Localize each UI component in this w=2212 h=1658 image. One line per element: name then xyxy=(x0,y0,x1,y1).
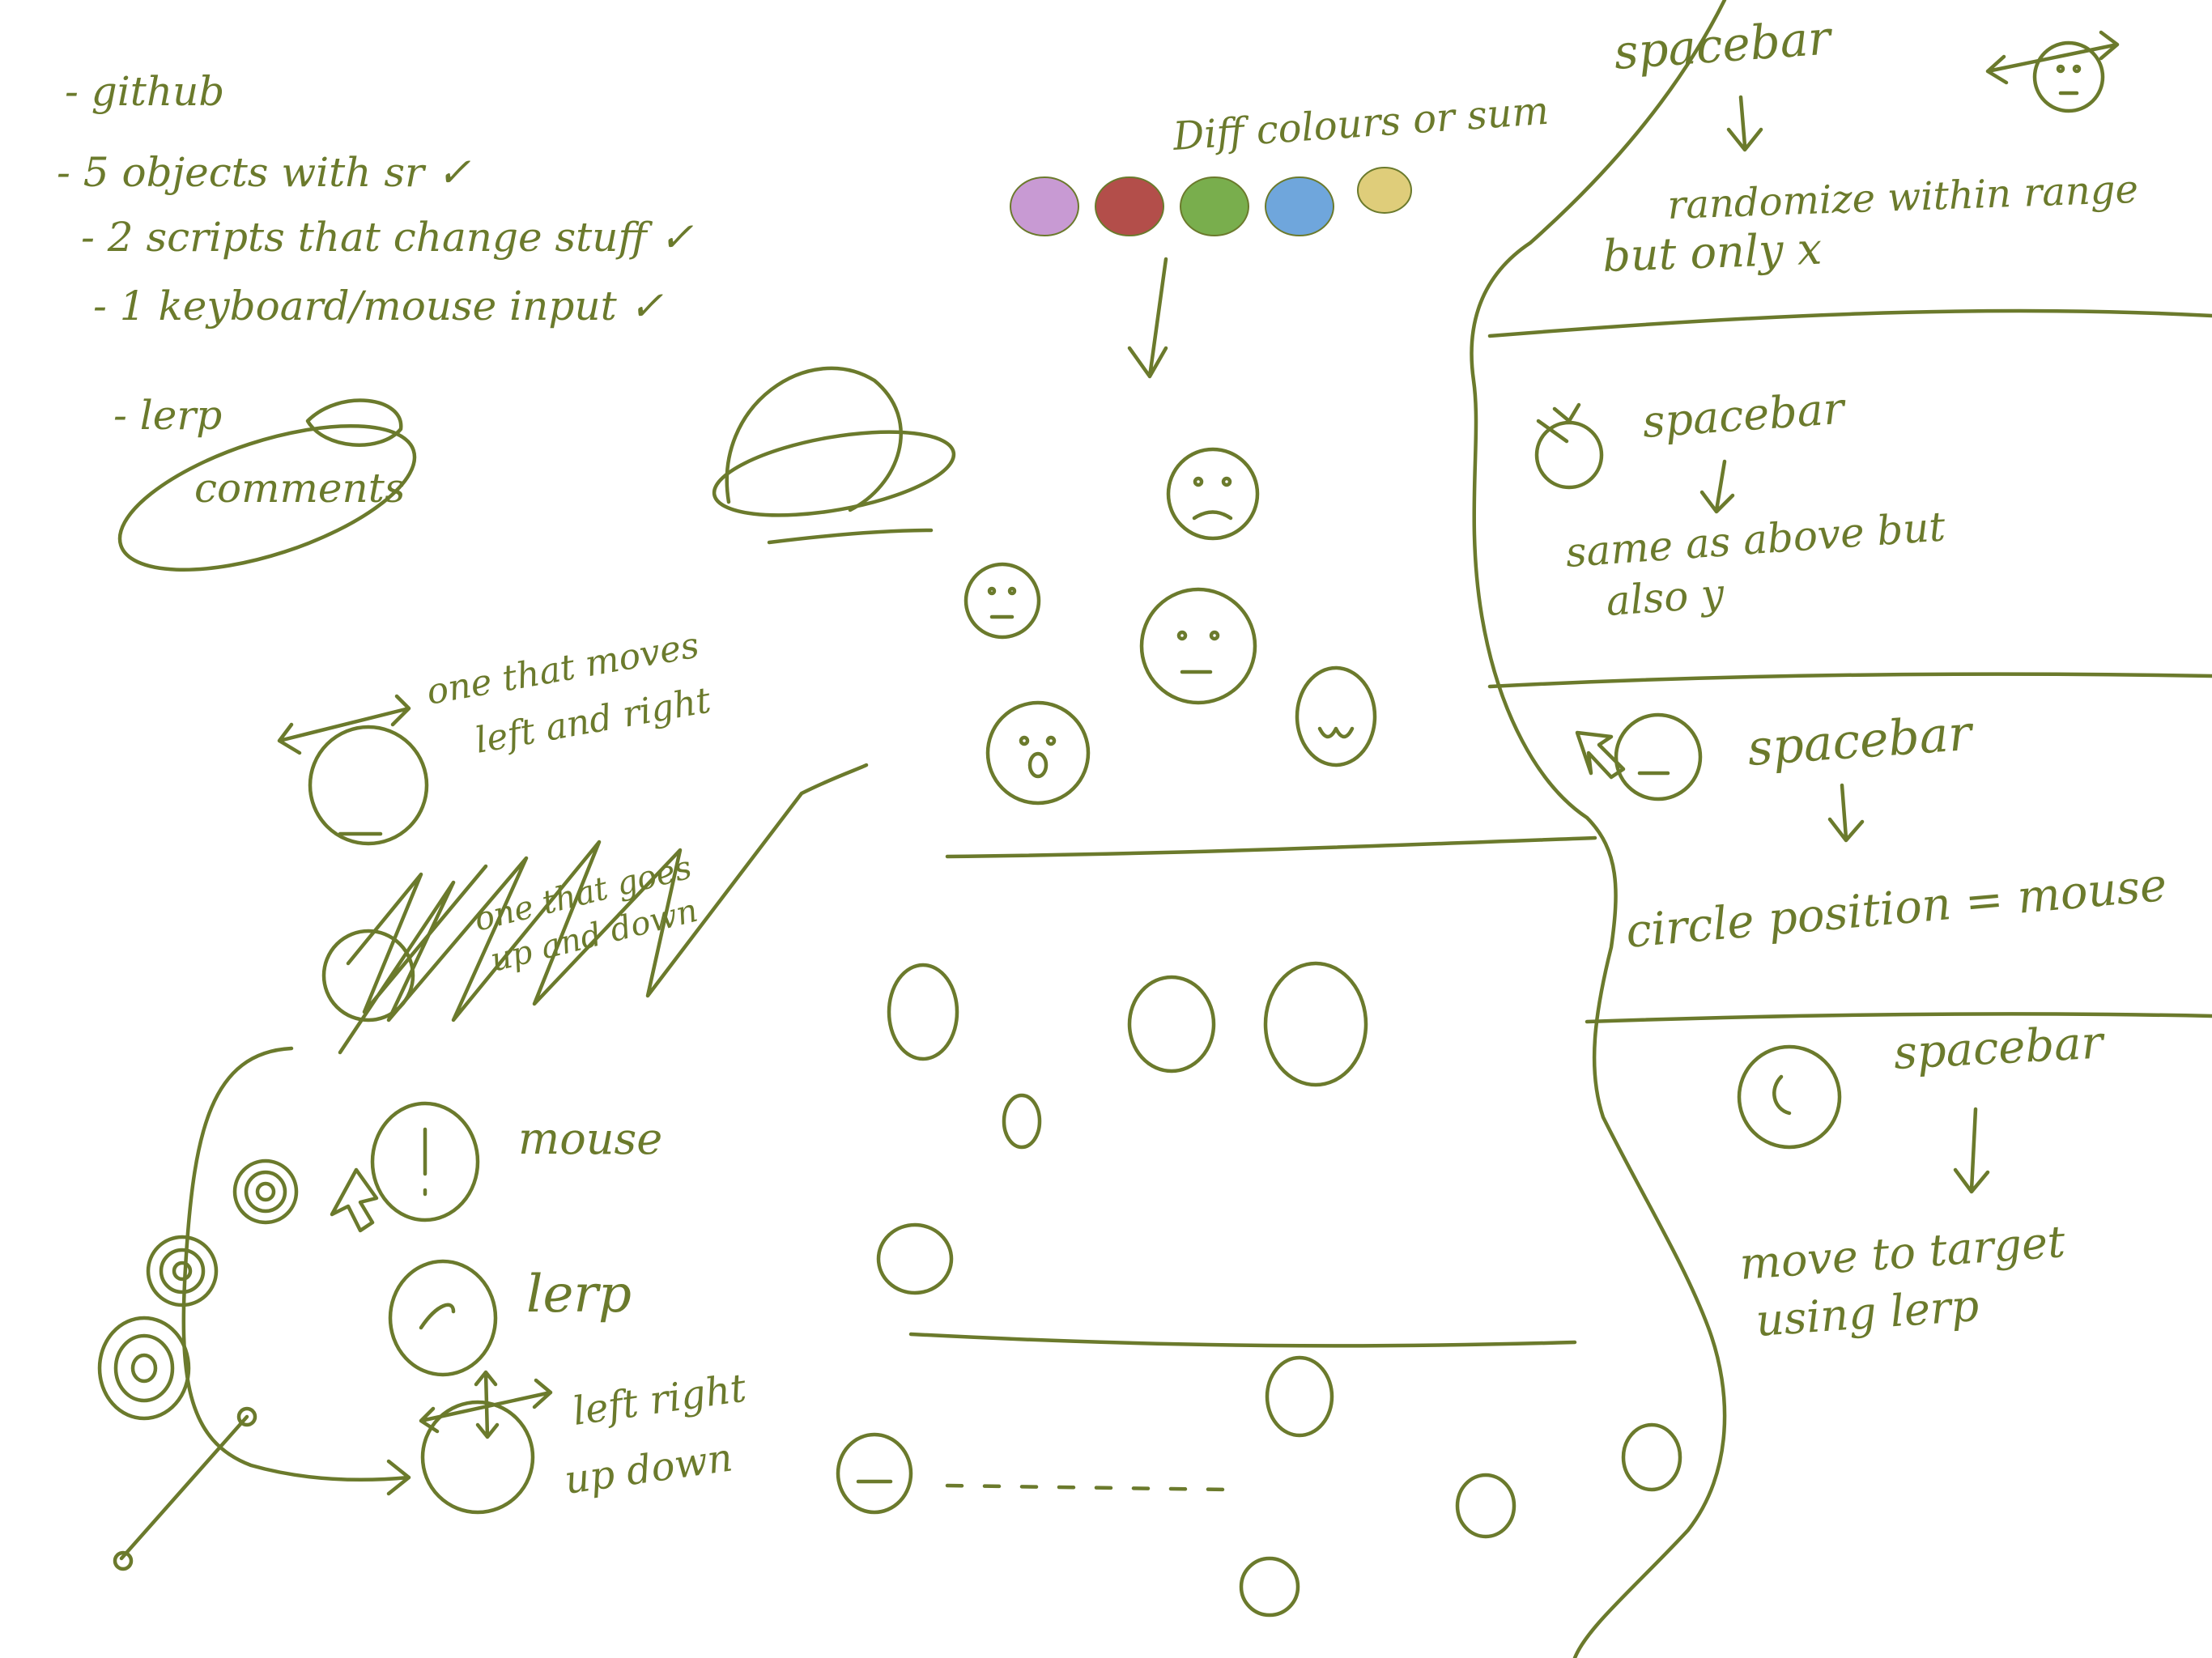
face-four-way xyxy=(420,1400,535,1515)
panel-1-line-1: randomize within range xyxy=(1666,167,2138,228)
swatch-red xyxy=(1095,176,1164,236)
middle-divider-upper xyxy=(945,835,1597,859)
face-top-right xyxy=(1985,30,2120,113)
panel-2-key: spacebar xyxy=(1641,383,1848,448)
swatch-blue xyxy=(1265,176,1334,236)
mouse-note: mouse xyxy=(330,1101,662,1233)
right-panel-2: spacebar same as above but also y xyxy=(1534,383,1947,625)
face-panel-2 xyxy=(1534,420,1604,490)
checklist-item-lerp: - lerp xyxy=(113,392,222,439)
checklist-item-objects: - 5 objects with sr ✓ xyxy=(57,149,471,196)
checklist: - github - 5 objects with sr ✓ - 2 scrip… xyxy=(57,68,694,572)
checklist-item-github: - github xyxy=(65,68,224,115)
panel-4-key: spacebar xyxy=(1892,1016,2107,1080)
face-neutral-large xyxy=(1139,587,1257,705)
face-group-top xyxy=(963,447,1377,806)
panel-2-line-1: same as above but xyxy=(1564,503,1947,576)
face-panel-3 xyxy=(1614,712,1703,801)
panel-1-key: spacebar xyxy=(1612,10,1835,80)
face-lerp xyxy=(388,1259,498,1377)
right-panel-boundary xyxy=(1470,0,1727,1658)
face-mouse xyxy=(370,1101,480,1222)
right-divider-3 xyxy=(1585,1012,2212,1024)
comments-circled xyxy=(117,423,417,572)
middle-divider-lower xyxy=(908,1332,1577,1348)
swatch-green xyxy=(1180,176,1249,236)
up-down-note-crossed: one that goes up and down xyxy=(321,763,869,1055)
swatch-yellow xyxy=(1357,167,1412,214)
panel-3-key: spacebar xyxy=(1746,705,1976,777)
pin-line xyxy=(119,1414,249,1561)
target-icons xyxy=(97,1158,299,1421)
dashed-trail xyxy=(945,1483,1229,1492)
checklist-item-input: - 1 keyboard/mouse input ✓ xyxy=(93,283,664,329)
mouse-label: mouse xyxy=(518,1113,662,1164)
right-divider-2 xyxy=(1487,672,2212,689)
panel-2-line-2: also y xyxy=(1605,570,1726,625)
panel-4-line-1: move to target xyxy=(1738,1216,2067,1290)
swatch-group xyxy=(1010,167,1412,236)
left-curve-arrow xyxy=(181,1046,411,1496)
palette-arrow xyxy=(1127,257,1168,379)
lerp-scribble xyxy=(305,398,403,447)
scribble-shape xyxy=(712,366,956,545)
left-right-up-down-text-1: left right xyxy=(570,1365,750,1435)
lerp-label: lerp xyxy=(526,1265,632,1324)
cross-out-scribble xyxy=(338,763,869,1055)
lerp-note: lerp xyxy=(388,1259,632,1377)
checklist-item-comments: comments xyxy=(194,465,405,512)
face-up-down xyxy=(321,929,415,1022)
face-neutral-small xyxy=(963,562,1041,640)
left-right-note: one that moves left and right xyxy=(277,624,714,846)
checklist-item-scripts: - 2 scripts that change stuff ✓ xyxy=(81,214,694,261)
swatch-purple xyxy=(1010,176,1079,236)
left-right-up-down-text-2: up down xyxy=(562,1435,735,1503)
left-right-up-down-note: left right up down xyxy=(419,1365,750,1515)
right-panel-1: spacebar randomize within range but only… xyxy=(1602,10,2139,282)
panel-3-line-1: circle position = mouse xyxy=(1624,859,2169,959)
face-surprised xyxy=(985,700,1091,806)
right-panel-4: spacebar move to target using lerp xyxy=(1737,1016,2107,1346)
circle-group-bottom xyxy=(836,1355,1682,1618)
right-divider-1 xyxy=(1487,308,2212,338)
right-panel-3: spacebar circle position = mouse xyxy=(1575,705,2169,959)
panel-1-line-2: but only x xyxy=(1602,223,1823,282)
face-cat xyxy=(1295,665,1377,767)
circle-group-middle xyxy=(876,961,1368,1295)
face-left-right xyxy=(308,725,429,846)
palette-label: Diff colours or sum xyxy=(1171,88,1551,159)
panel-4-line-2: using lerp xyxy=(1755,1280,1981,1346)
color-palette: Diff colours or sum xyxy=(1010,88,1551,379)
face-panel-4 xyxy=(1737,1044,1842,1150)
face-sad xyxy=(1166,447,1260,541)
